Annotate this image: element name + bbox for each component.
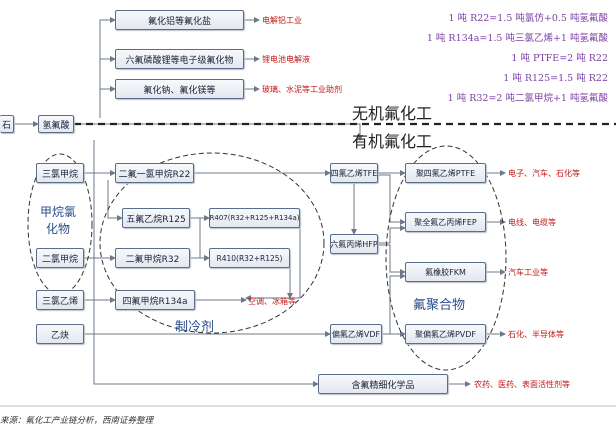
arrow-vdf-fkm [389,273,406,334]
ptfe-box: 聚四氟乙烯PTFE [405,163,486,183]
r22-box: 二氟一氯甲烷R22 [115,163,194,183]
app-fep: 电线、电缆等 [508,218,556,227]
inorganic-title: 无机氟化工 [352,104,433,123]
hf-box: 氢氟酸 [38,115,74,133]
lipf6-box: 六氟磷酸锂等电子级氟化物 [115,49,244,69]
hfp-box: 六氟丙烯HFP [330,234,378,254]
app-pvdf: 石化、半导体等 [508,330,564,339]
dcm-box: 二氯甲烷 [36,248,84,268]
left-edge-box: 石 [0,115,14,133]
polymer-group-ellipse [385,145,507,371]
refrigerant-group-ellipse [99,152,325,334]
alf3-box: 氟化铝等氟化盐 [115,10,244,30]
fep-box: 聚全氟乙丙烯FEP [405,212,486,232]
r134a-box: 四氟甲烷R134a [115,290,195,310]
methane-group-label-1: 甲烷氯 [40,205,77,219]
r410-box: R410(R32+R125) [209,248,290,268]
arrow-hf-alf3 [99,17,116,118]
arrow-r407-app [245,218,301,301]
ratio-ptfe: 1 吨 PTFE=2 吨 R22 [511,53,608,64]
arrow-hf-trunk [74,123,363,141]
arrow-hfp-fkm [378,244,406,275]
refrigerant-group-label: 制冷剂 [175,320,215,335]
source-note: 来源：氟化工产业链分析，西南证券整理 [0,416,154,426]
arrow-hfp-fep [378,225,406,244]
app-glass-cement: 玻璃、水泥等工业助剂 [262,85,342,94]
arrow-r22-r125 [107,180,123,221]
app-fkm: 汽车工业等 [508,268,548,277]
organic-title: 有机氟化工 [352,132,433,151]
fkm-box: 氟橡胶FKM [405,262,486,282]
r32-box: 二氟甲烷R32 [115,248,190,268]
app-fine-chem: 农药、医药、表面活性剂等 [474,380,570,389]
naf-box: 氟化钠、氟化镁等 [115,79,244,99]
app-aircon-fridge: 空调、冰箱等 [248,297,296,306]
arrow-r125-r410 [199,218,210,261]
tce-box: 三氯乙烯 [36,290,84,310]
acetylene-box: 乙炔 [36,324,84,344]
r125-box: 五氟乙烷R125 [122,208,190,228]
polymer-group-label: 氟聚合物 [413,298,466,313]
tfe-box: 四氟乙烯TFE [330,163,378,183]
pvdf-box: 聚偏氟乙烯PVDF [405,324,486,344]
ratio-r22: 1 吨 R22=1.5 吨氯仿+0.5 吨氢氟酸 [448,13,608,24]
methane-group-label-2: 化物 [46,222,71,236]
app-ptfe: 电子、汽车、石化等 [508,169,580,178]
chloroform-box: 三氯甲烷 [36,163,84,183]
vdf-box: 偏氟乙烯VDF [330,324,382,344]
r407-box: R407(R32+R125+R134a) [209,208,300,228]
app-li-battery: 锂电池电解液 [262,55,310,64]
arrow-fine-trunk [93,140,319,387]
ratio-r125: 1 吨 R125=1.5 吨 R22 [503,73,608,84]
fine-chem-box: 含氟精细化学品 [318,374,448,394]
app-aluminium: 电解铝工业 [262,16,302,25]
arrow-tfe-fep [378,174,406,225]
ratio-r134a: 1 吨 R134a=1.5 吨三氯乙烯+1 吨氢氟酸 [426,33,608,44]
ratio-r32: 1 吨 R32=2 吨二氯甲烷+1 吨氢氟酸 [447,93,608,104]
